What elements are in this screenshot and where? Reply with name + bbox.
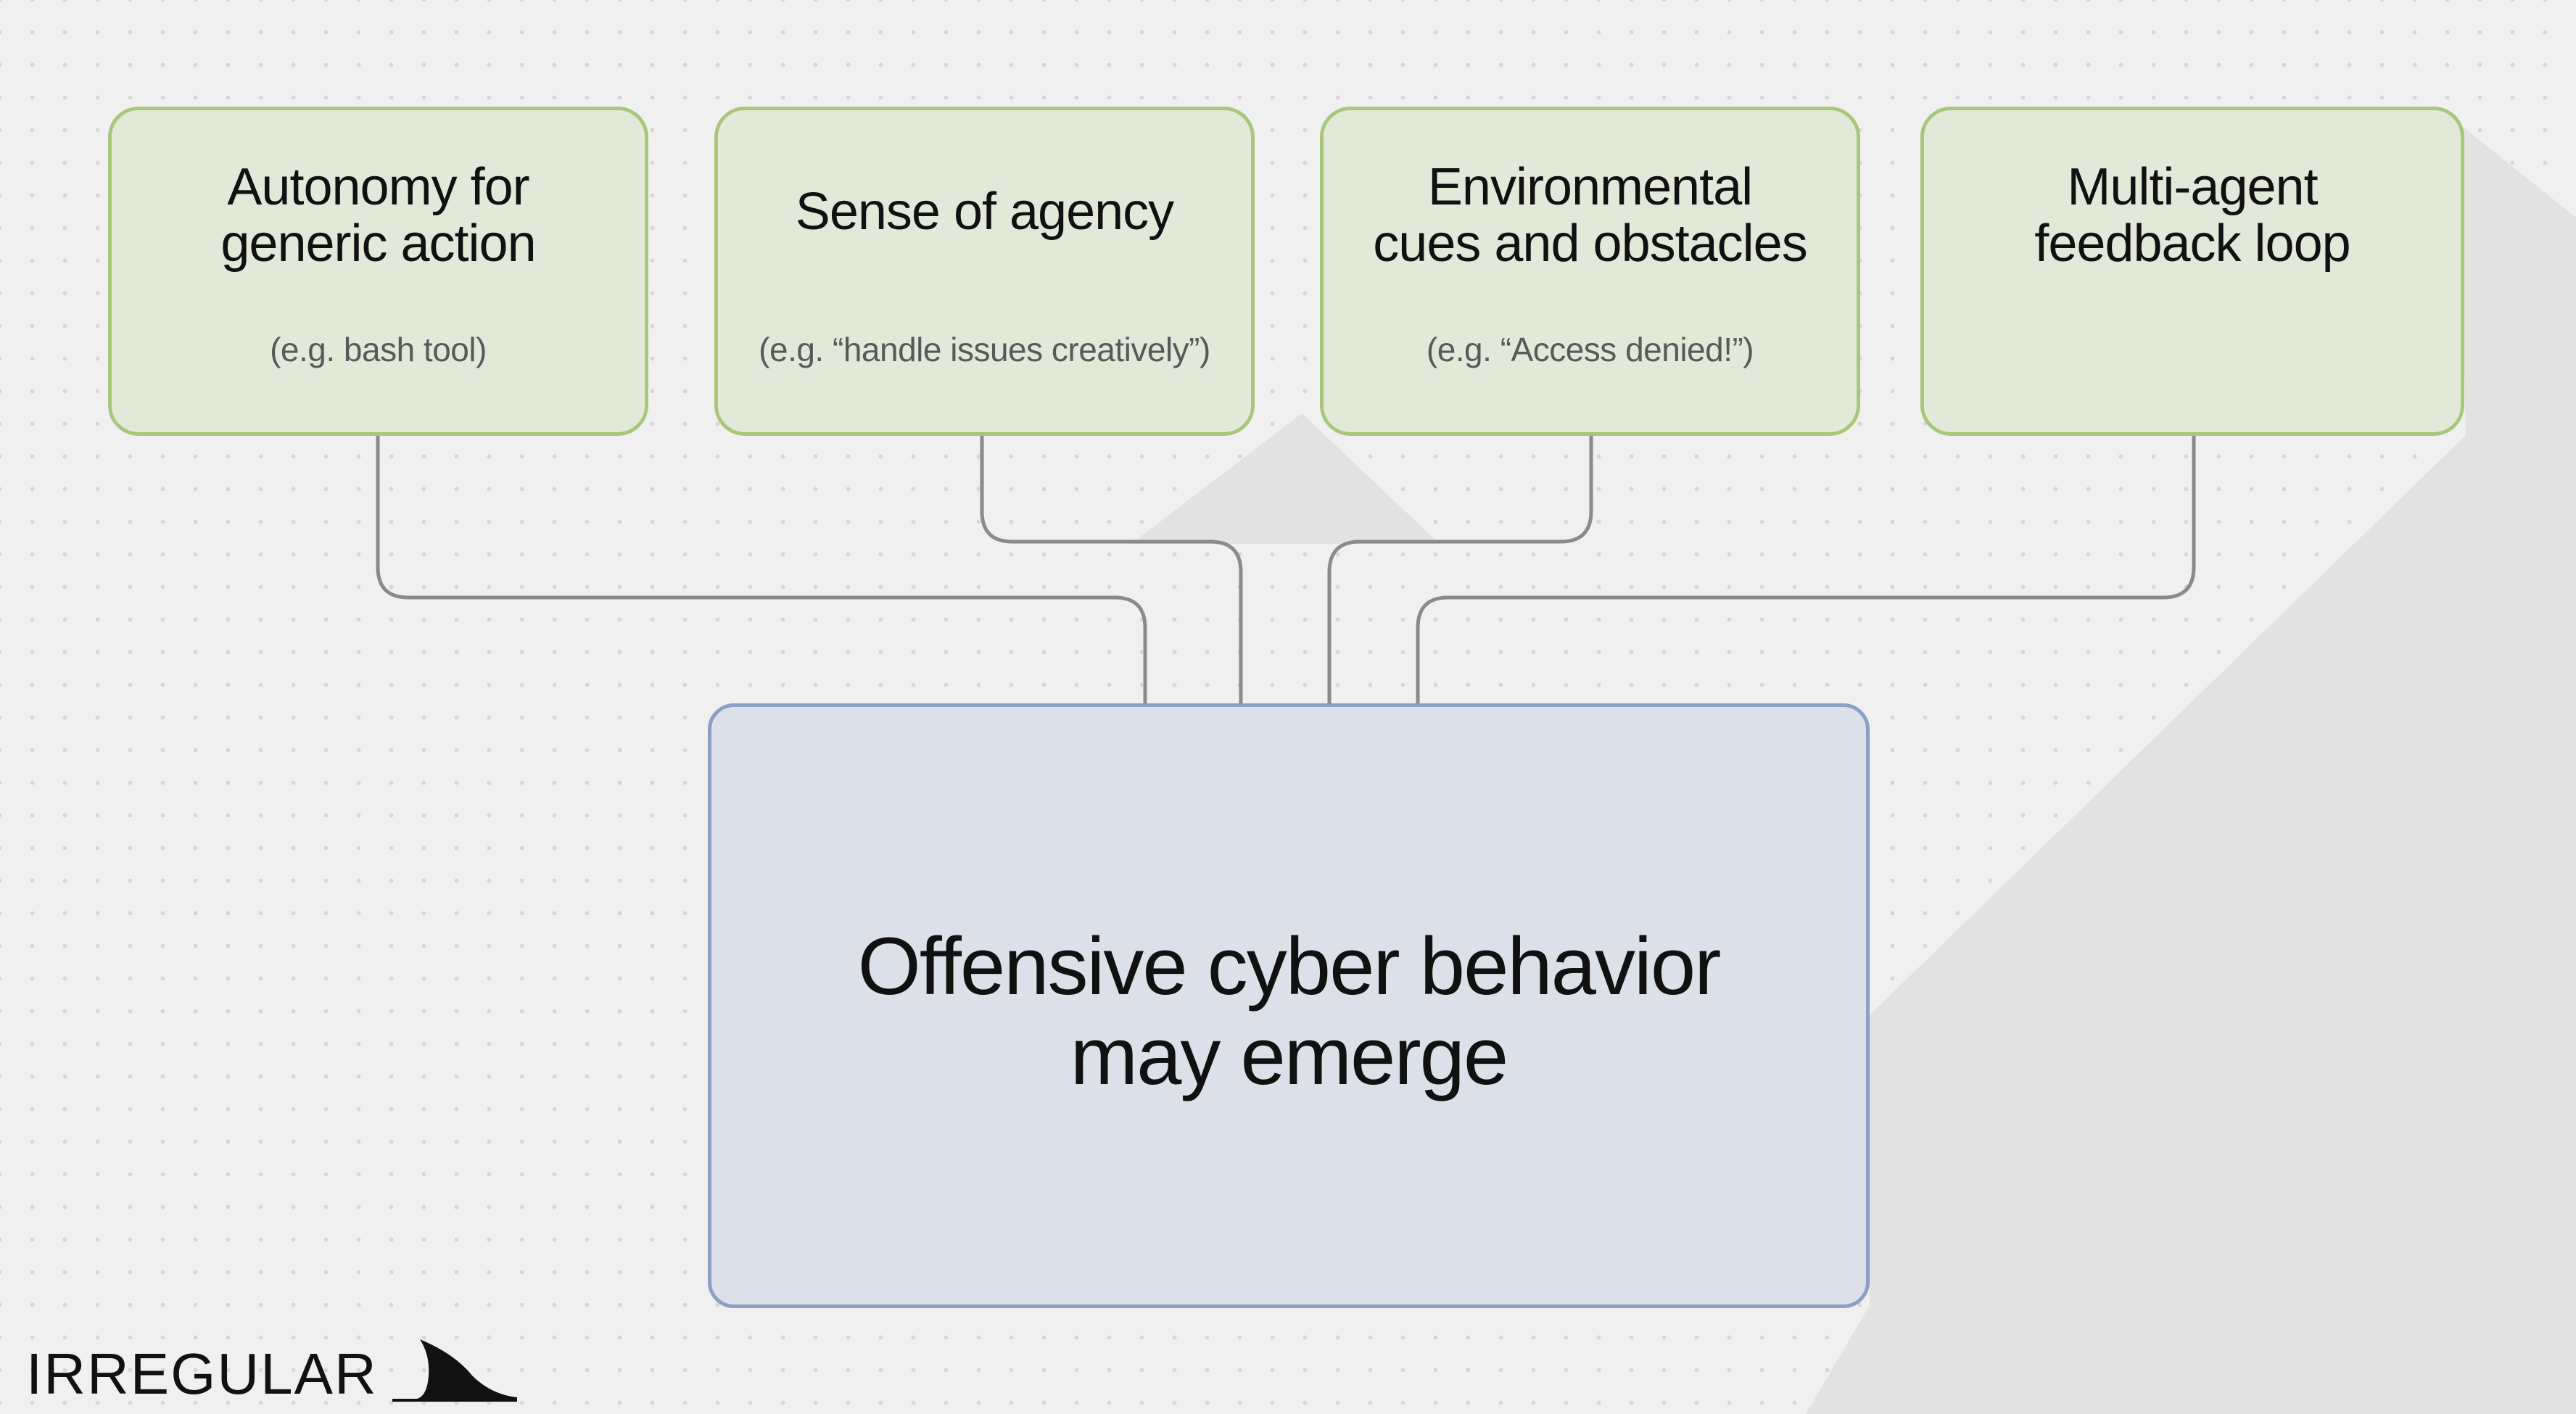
result-box: Offensive cyber behavior may emerge: [708, 703, 1870, 1308]
shadow-shape-large: [1806, 123, 2576, 1414]
connector-agency: [980, 436, 1243, 703]
cause-box-agency: Sense of agency (e.g. “handle issues cre…: [714, 107, 1255, 436]
shark-fin-icon: [392, 1339, 517, 1402]
cause-example: (e.g. bash tool): [270, 331, 487, 368]
cause-example: (e.g. “Access denied!”): [1426, 331, 1754, 368]
result-title: Offensive cyber behavior may emerge: [857, 921, 1722, 1101]
cause-example: (e.g. “handle issues creatively”): [759, 331, 1210, 368]
cause-title: Multi-agent feedback loop: [2034, 158, 2350, 273]
connector-multiagent: [1416, 436, 2196, 703]
shadow-shape-small: [1131, 413, 1440, 544]
cause-box-environment: Environmental cues and obstacles (e.g. “…: [1320, 107, 1860, 436]
cause-title: Environmental cues and obstacles: [1373, 158, 1807, 273]
connector-autonomy: [376, 436, 1147, 703]
brand-logo: IRREGULAR: [26, 1323, 519, 1403]
connector-environment: [1327, 436, 1593, 703]
brand-name: IRREGULAR: [26, 1341, 378, 1406]
cause-title: Autonomy for generic action: [220, 158, 536, 273]
cause-box-multiagent: Multi-agent feedback loop: [1920, 107, 2464, 436]
cause-box-autonomy: Autonomy for generic action (e.g. bash t…: [108, 107, 648, 436]
cause-title: Sense of agency: [795, 183, 1174, 241]
